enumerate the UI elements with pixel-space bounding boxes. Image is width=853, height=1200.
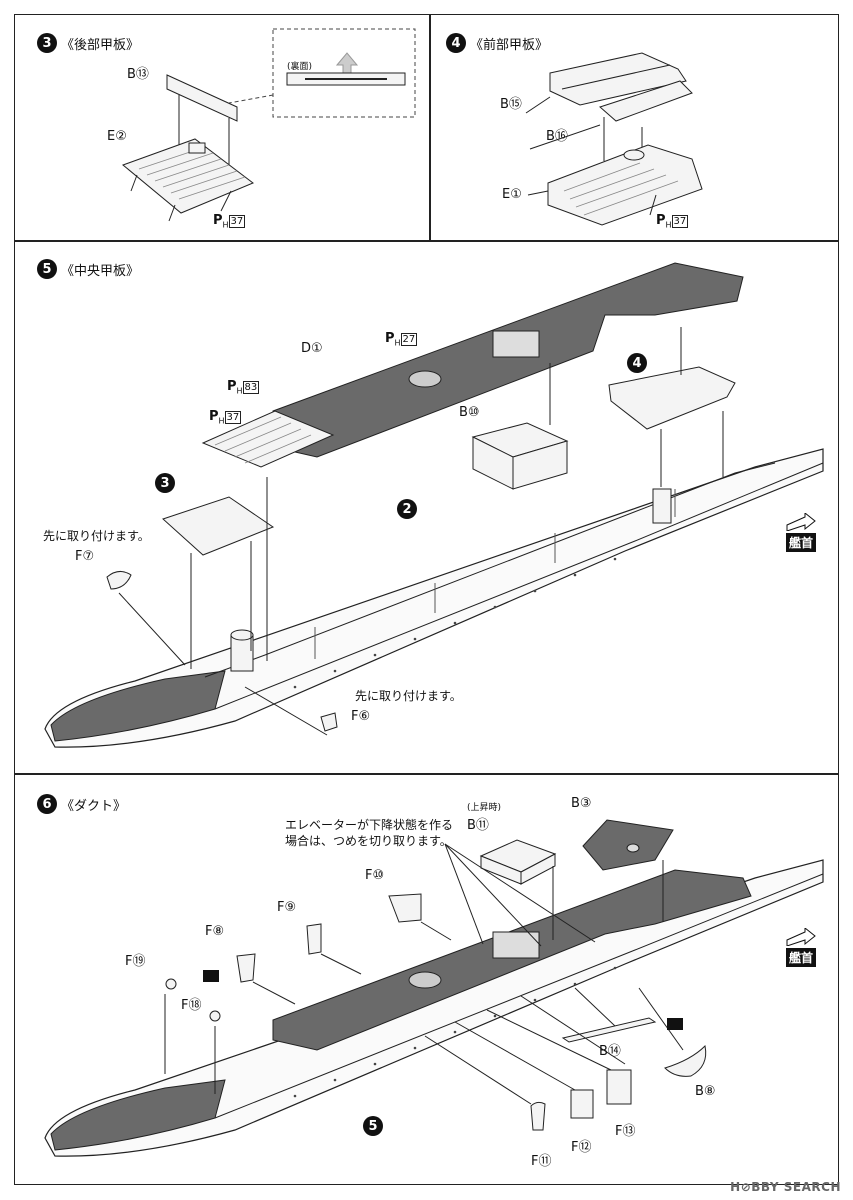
step6-elevator-note-2: 場合は、つめを切り取ります。 bbox=[285, 834, 452, 848]
step4-label-b15: B⑮ bbox=[500, 97, 522, 112]
step6-panel: 6 《ダクト》 bbox=[14, 773, 839, 1185]
bow-arrow-icon bbox=[786, 513, 816, 531]
step5-note-first-f7: 先に取り付けます。 bbox=[43, 529, 150, 543]
step6-label-f18: F⑱ bbox=[181, 998, 202, 1013]
step6-label-f13: F⑬ bbox=[615, 1124, 636, 1139]
step5-bow-indicator: 艦首 bbox=[785, 513, 817, 552]
step4-drawing bbox=[525, 52, 703, 226]
step6-ref-step5: 5 bbox=[363, 1116, 383, 1136]
step3-number: 3 bbox=[37, 33, 57, 53]
step4-header: 4 《前部甲板》 bbox=[446, 33, 548, 53]
step4-title: 《前部甲板》 bbox=[470, 37, 549, 53]
step6-label-b14: B⑭ bbox=[599, 1044, 621, 1059]
step6-bow-label: 艦首 bbox=[785, 948, 816, 967]
step5-drawing bbox=[44, 262, 824, 748]
step5-ref-step3: 3 bbox=[155, 473, 175, 493]
step4-label-b16: B⑯ bbox=[546, 129, 568, 144]
step3-drawing bbox=[122, 28, 416, 222]
step6-elevator-note-1: エレベーターが下降状態を作る bbox=[285, 818, 454, 832]
step6-number: 6 bbox=[37, 794, 57, 814]
step3-title: 《後部甲板》 bbox=[61, 37, 140, 53]
step6-header: 6 《ダクト》 bbox=[37, 794, 126, 814]
step6-raised-label: (上昇時) bbox=[467, 803, 502, 813]
step5-number: 5 bbox=[37, 259, 57, 279]
step6-label-f8: F⑧ bbox=[205, 924, 225, 939]
step6-title: 《ダクト》 bbox=[61, 798, 127, 814]
step3-header: 3 《後部甲板》 bbox=[37, 33, 139, 53]
step6-label-f10: F⑩ bbox=[365, 868, 385, 883]
bow-arrow-icon bbox=[786, 928, 816, 946]
step6-label-b8: B⑧ bbox=[695, 1084, 716, 1099]
step4-number: 4 bbox=[446, 33, 466, 53]
step5-ref-step4: 4 bbox=[627, 353, 647, 373]
step6-bow-indicator: 艦首 bbox=[785, 928, 817, 967]
step6-drawing bbox=[44, 819, 824, 1157]
step5-label-d1: D① bbox=[301, 341, 323, 356]
step5-label-b10: B⑩ bbox=[459, 405, 480, 420]
step5-ref-step2: 2 bbox=[397, 499, 417, 519]
step4-label-e1: E① bbox=[502, 187, 522, 202]
step6-label-f9: F⑨ bbox=[277, 900, 297, 915]
step3-panel: 3 《後部甲板》 (裏面) B⑬ bbox=[14, 14, 431, 242]
step5-title: 《中央甲板》 bbox=[61, 263, 140, 279]
step5-label-f7: F⑦ bbox=[75, 549, 95, 564]
step6-label-f12: F⑫ bbox=[571, 1140, 592, 1155]
step6-label-f11: F⑪ bbox=[531, 1154, 552, 1169]
step5-header: 5 《中央甲板》 bbox=[37, 259, 139, 279]
step6-label-b11: B⑪ bbox=[467, 818, 489, 833]
step6-label-f19: F⑲ bbox=[125, 954, 146, 969]
step5-panel: 5 《中央甲板》 bbox=[14, 240, 839, 775]
step5-label-f6: F⑥ bbox=[351, 709, 371, 724]
step3-label-b13: B⑬ bbox=[127, 67, 149, 82]
watermark: H⊘BBY SEARCH bbox=[730, 1180, 841, 1194]
step3-label-e2: E② bbox=[107, 129, 127, 144]
step5-note-first-f6: 先に取り付けます。 bbox=[355, 689, 462, 703]
step3-inset-label: (裏面) bbox=[287, 62, 313, 72]
step5-bow-label: 艦首 bbox=[785, 533, 816, 552]
step6-label-b3: B③ bbox=[571, 796, 592, 811]
